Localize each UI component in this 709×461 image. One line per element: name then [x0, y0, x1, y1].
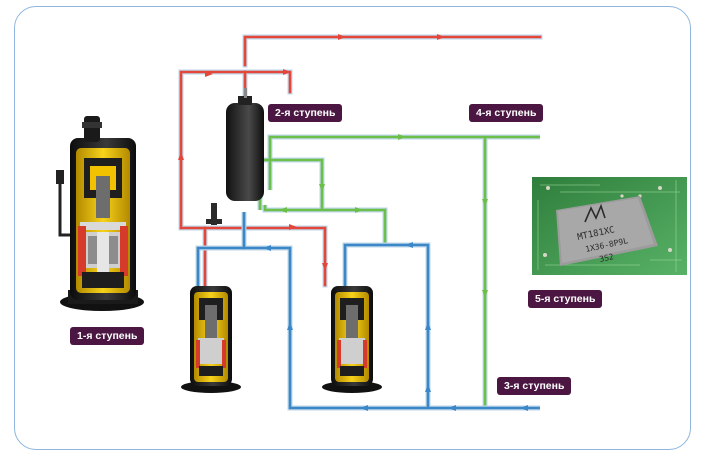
stage3-label: 3-я ступень [497, 377, 572, 395]
green-flow-arrows [279, 134, 488, 298]
stage1-label: 1-я ступень [70, 327, 145, 345]
stage4-label: 4-я ступень [469, 104, 544, 122]
compressor-left-image [181, 286, 241, 393]
green-pipes [257, 134, 540, 408]
stage5-label: 5-я ступень [528, 290, 603, 308]
separator-tank-image [206, 88, 264, 225]
chip-logo-icon [584, 203, 606, 223]
chip-text-line3: 3S2 [599, 252, 615, 264]
controller-chip-image: MT181XC 1X36-8P9L 3S2 [532, 177, 687, 275]
blue-flow-arrows [263, 242, 528, 411]
stage2-label: 2-я ступень [268, 104, 343, 122]
flow-arrows [178, 34, 528, 411]
red-flow-arrows [178, 34, 445, 271]
compressor-stage1-image [56, 116, 144, 311]
compressor-right-image [322, 286, 382, 393]
